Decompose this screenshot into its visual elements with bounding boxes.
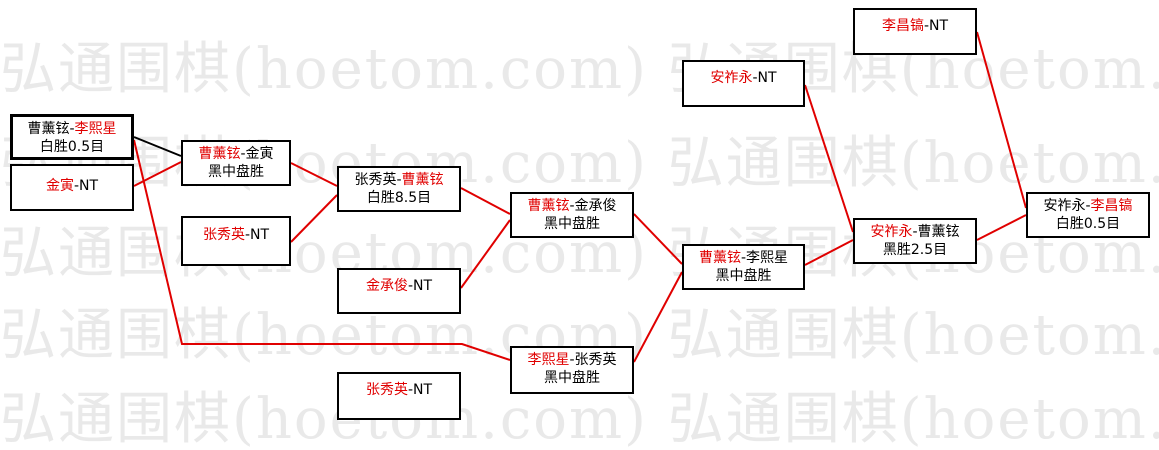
player-name: 李昌镐 [881,18,924,34]
player-name: 张秀英 [574,352,617,368]
player-name: NT [757,70,777,86]
match-box: 曹薰铉-金寅 黑中盘胜 [181,140,291,186]
connector-m6-m7 [460,219,511,289]
connector-black-m1-m3 [133,136,182,157]
match-result: 黑胜2.5目 [882,242,948,258]
player-name: 张秀英 [354,172,397,188]
separator: - [569,352,575,368]
connector-m10-m12 [804,239,854,266]
player-name: NT [413,382,433,398]
separator: - [1085,198,1091,214]
player-name: 金承俊 [365,278,408,294]
match-result: 黑中盘胜 [208,164,264,180]
match-box: 金寅-NT [10,164,134,211]
player-name: 李熙星 [527,352,570,368]
connector-m13-m14 [976,31,1027,209]
match-box: 曹薰铉-金承俊 黑中盘胜 [510,192,634,238]
match-result: 白胜0.5目 [1055,216,1121,232]
separator: - [396,172,402,188]
match-result: 白胜8.5目 [366,190,432,206]
match-box: 张秀英-NT [337,372,461,420]
separator: - [740,250,747,266]
separator: - [407,278,414,294]
player-name: 张秀英 [202,227,245,243]
player-name: 曹薰铉 [917,224,960,240]
connector-m1-m8 [133,139,511,361]
separator: - [69,121,75,137]
separator: - [752,70,758,86]
player-name: 李熙星 [746,250,789,266]
match-result: 黑中盘胜 [544,216,600,232]
match-result: 黑中盘胜 [544,370,600,386]
connector-m7-m10 [633,213,683,265]
connector-m11-m12 [804,84,854,233]
player-name: 曹薰铉 [198,146,241,162]
player-name: NT [79,178,99,194]
match-box: 曹薰铉-李熙星 黑中盘胜 [682,244,805,290]
match-box: 安祚永-李昌镐 白胜0.5目 [1026,192,1150,238]
player-name: 金寅 [245,146,274,162]
connector-m2-m3 [133,161,182,187]
player-name: 安祚永 [870,224,913,240]
player-name: 李熙星 [74,121,117,137]
match-box: 安祚永-曹薰铉 黑胜2.5目 [853,218,977,264]
separator: - [912,224,918,240]
match-box: 张秀英-NT [181,216,291,266]
match-box: 李熙星-张秀英 黑中盘胜 [510,346,634,394]
connector-m3-m5 [290,162,338,187]
player-name: 安祚永 [1043,198,1086,214]
player-name: 金寅 [45,178,74,194]
match-box: 李昌镐-NT [853,8,977,55]
connector-m5-m7 [460,187,511,215]
match-result: 黑中盘胜 [715,268,772,284]
player-name: NT [413,278,433,294]
match-box: 张秀英-曹薰铉 白胜8.5目 [337,166,461,212]
player-name: 曹薰铉 [27,121,70,137]
separator: - [240,146,246,162]
match-box: 金承俊-NT [337,268,461,314]
player-name: 曹薰铉 [527,198,570,214]
separator: - [569,198,575,214]
player-name: 李昌镐 [1090,198,1133,214]
player-name: 张秀英 [365,382,408,398]
connector-m8-m10 [633,271,683,363]
player-name: 曹薰铉 [401,172,444,188]
bracket-connectors [133,31,1027,363]
separator: - [923,18,930,34]
match-result: 白胜0.5目 [39,139,105,155]
separator: - [244,227,251,243]
connector-m4-m5 [290,194,338,243]
connector-m12-m14 [976,214,1027,241]
separator: - [73,178,80,194]
player-name: 金承俊 [574,198,617,214]
player-name: NT [929,18,949,34]
match-box: 曹薰铉-李熙星 白胜0.5目 [10,114,134,160]
player-name: 曹薰铉 [698,250,741,266]
player-name: NT [250,227,270,243]
player-name: 安祚永 [710,70,753,86]
match-box: 安祚永-NT [682,60,805,107]
separator: - [407,382,414,398]
